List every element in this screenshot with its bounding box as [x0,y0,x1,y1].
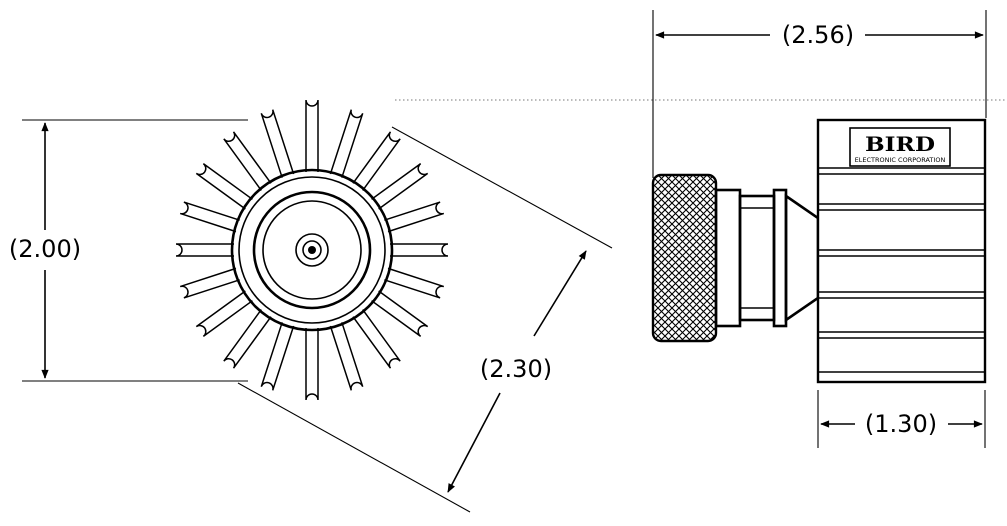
connector-taper [784,193,820,323]
body-length-label: (1.30) [865,410,937,438]
heat-sink-fin [223,131,272,191]
heat-sink-fin [384,267,445,299]
heat-sink-fin [371,163,429,210]
heat-sink-fin [371,290,429,337]
heat-sink-fin [329,322,364,391]
heat-sink-fin-lines [818,167,985,373]
heat-sink-fins [175,99,449,401]
connector-inner-ring [262,200,362,300]
connector-neck [738,194,776,322]
brand-name: BIRD [865,132,935,156]
dielectric-ring [295,233,329,267]
side-view: (2.56) BIRD ELECTRONIC CO [395,10,1007,448]
heat-sink-fin [352,131,401,191]
connector-hex-body [772,188,788,328]
overall-length-label: (2.56) [782,21,854,49]
height-label-bg [3,232,87,266]
heat-sink-fin [305,328,319,401]
knurled-coupling-nut [651,173,718,343]
heat-sink-fin [195,163,253,210]
front-view: (2.00) (2.30) [3,99,613,513]
brand-subtitle: ELECTRONIC CORPORATION [855,156,946,164]
center-pin-ring [302,240,322,260]
height-dimension-label: (2.00) [9,235,81,263]
heat-sink-fin [175,243,234,257]
heat-sink-fin [305,99,319,172]
heat-sink-fin [179,267,240,299]
heat-sink-fin [329,109,364,178]
connector-collar [714,188,742,328]
center-pin [308,246,316,254]
diagonal-dimension-line-lower [447,392,501,493]
heat-sink-fin [195,290,253,337]
heat-sink-fin [384,201,445,233]
heat-sink-fin [179,201,240,233]
diagonal-dimension-label: (2.30) [480,355,552,383]
diagonal-extension-line-lower [237,382,471,513]
heat-sink-fin [352,309,401,369]
outer-housing-ring [230,168,394,332]
diagonal-label-bg [473,352,559,386]
diagonal-dimension-line-upper [533,250,587,337]
diagonal-extension-line-upper [391,126,613,249]
connector-coupling-ring [252,190,372,310]
heat-sink-fin [223,309,272,369]
brand-logo: BIRD ELECTRONIC CORPORATION [849,127,951,167]
housing-inner-ring [238,176,386,324]
heat-sink-fin [260,109,295,178]
heat-sink-fin [390,243,449,257]
heat-sink-fin [260,322,295,391]
